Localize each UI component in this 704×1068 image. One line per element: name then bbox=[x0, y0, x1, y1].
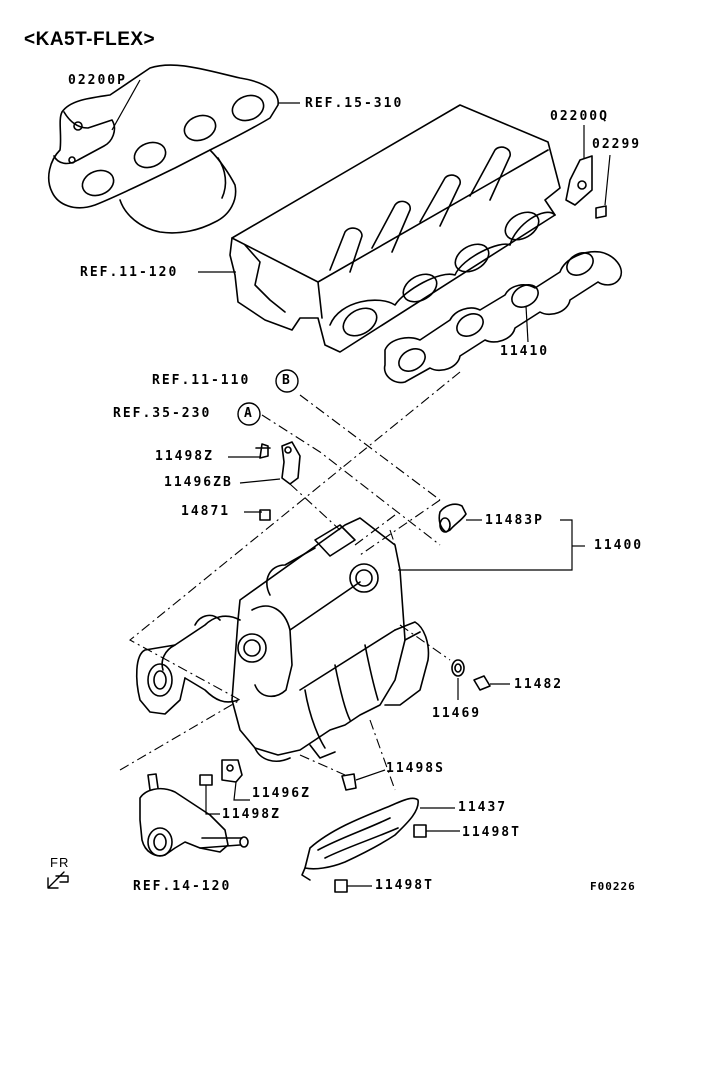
label-11496zb: 11496ZB bbox=[164, 475, 233, 490]
reference-marker-b bbox=[275, 369, 299, 393]
exhaust-manifold-gasket bbox=[48, 64, 279, 234]
label-11498t-right: 11498T bbox=[462, 825, 521, 840]
label-11482: 11482 bbox=[514, 677, 564, 692]
label-ref-11-110: REF.11-110 bbox=[152, 373, 251, 388]
label-11498t-bottom: 11498T bbox=[375, 878, 434, 893]
intake-gasket-11410 bbox=[383, 250, 622, 384]
label-02200q: 02200Q bbox=[550, 109, 609, 124]
diagram-code: F00226 bbox=[590, 880, 636, 893]
label-11498z-bottom: 11498Z bbox=[222, 807, 281, 822]
cylinder-head bbox=[229, 104, 561, 353]
label-02299: 02299 bbox=[592, 137, 642, 152]
label-ref-35-230: REF.35-230 bbox=[113, 406, 212, 421]
water-outlet-ref-14-120 bbox=[139, 773, 249, 857]
hose-11483p bbox=[438, 503, 467, 533]
bolt-11498s bbox=[341, 773, 357, 791]
bolt-11498t-right bbox=[413, 824, 427, 838]
label-11498s: 11498S bbox=[386, 761, 445, 776]
page-title: <KA5T-FLEX> bbox=[24, 29, 156, 50]
bracket-11496z bbox=[199, 759, 243, 786]
bolt-11498t-bottom bbox=[334, 879, 348, 893]
label-11410: 11410 bbox=[500, 344, 550, 359]
label-ref-15-310: REF.15-310 bbox=[305, 96, 404, 111]
label-ref-11-120: REF.11-120 bbox=[80, 265, 179, 280]
label-14871: 14871 bbox=[181, 504, 231, 519]
label-11498z-top: 11498Z bbox=[155, 449, 214, 464]
intake-manifold-11400 bbox=[135, 517, 430, 762]
reference-marker-a bbox=[237, 402, 261, 426]
gasket-11469 bbox=[451, 659, 491, 691]
label-11469: 11469 bbox=[432, 706, 482, 721]
marker-a-text: A bbox=[244, 406, 252, 421]
label-11483p: 11483P bbox=[485, 513, 544, 528]
bracket-02200q bbox=[565, 155, 607, 219]
label-02200p: 02200P bbox=[68, 73, 127, 88]
heat-shield-11437 bbox=[301, 797, 419, 881]
label-11496z: 11496Z bbox=[252, 786, 311, 801]
label-ref-14-120: REF.14-120 bbox=[133, 879, 232, 894]
marker-b-text: B bbox=[282, 373, 290, 388]
label-11400: 11400 bbox=[594, 538, 644, 553]
bracket-11496zb bbox=[255, 441, 301, 521]
label-11437: 11437 bbox=[458, 800, 508, 815]
front-arrow bbox=[47, 871, 69, 889]
front-label: FR bbox=[50, 855, 70, 870]
